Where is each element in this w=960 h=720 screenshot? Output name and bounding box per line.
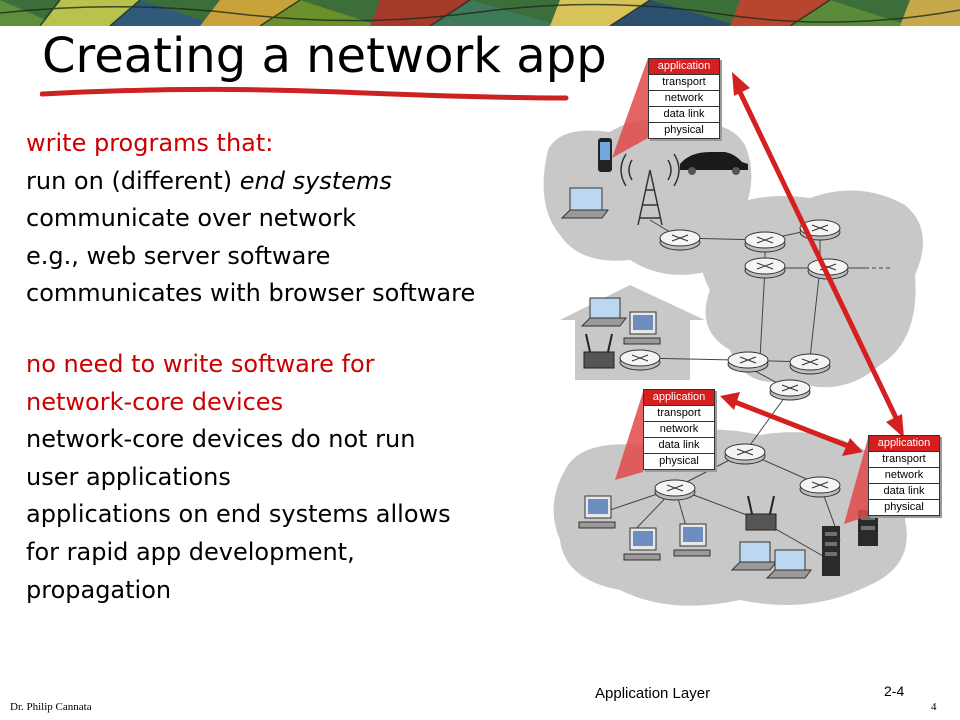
router-icon — [799, 476, 841, 498]
header-banner — [0, 0, 960, 26]
wireless-access-point-icon — [583, 333, 615, 369]
footer-author: Dr. Philip Cannata — [10, 701, 92, 713]
line-browser: communicates with browser software — [26, 279, 476, 308]
text-block-core: no need to write software for network-co… — [26, 346, 526, 609]
layer-physical: physical — [648, 123, 720, 139]
line-communicate: communicate over network — [26, 204, 357, 233]
line-core-5: propagation — [26, 575, 172, 604]
footer-page-number: 4 — [931, 701, 937, 713]
line-core-4: for rapid app development, — [26, 537, 355, 566]
text-block-programs: write programs that: run on (different) … — [26, 125, 526, 313]
callout-enterprise — [615, 392, 643, 480]
protocol-stack-enterprise: application transport network data link … — [643, 389, 715, 470]
communication-arrows — [720, 72, 904, 456]
laptop-icon — [560, 187, 609, 219]
router-icon — [654, 479, 696, 501]
layer-physical: physical — [868, 500, 940, 516]
layer-data-link: data link — [868, 484, 940, 500]
slide-title: Creating a network app — [42, 28, 607, 84]
layer-physical: physical — [643, 454, 715, 470]
layer-transport: transport — [643, 406, 715, 422]
line-run-on: run on (different) end systems — [26, 163, 526, 201]
line-example: e.g., web server software — [26, 241, 331, 270]
heading-no-need-1: no need to write software for — [26, 350, 375, 378]
router-icon — [659, 229, 701, 251]
desktop-computer-icon — [623, 527, 661, 561]
callout-phone — [612, 58, 648, 158]
cell-phone-icon — [598, 138, 612, 172]
router-icon — [727, 351, 769, 373]
desktop-computer-icon — [673, 523, 711, 557]
layer-transport: transport — [868, 452, 940, 468]
server-rack-icon — [822, 526, 840, 576]
car-icon — [680, 152, 748, 175]
layer-network: network — [648, 91, 720, 107]
desktop-computer-icon — [623, 311, 661, 345]
layer-data-link: data link — [648, 107, 720, 123]
protocol-stack-mobile: application transport network data link … — [648, 58, 720, 139]
layer-application: application — [868, 435, 940, 452]
laptop-icon — [580, 297, 627, 327]
router-icon — [769, 379, 811, 401]
protocol-stack-server: application transport network data link … — [868, 435, 940, 516]
router-icon — [744, 257, 786, 279]
server-rack-icon — [858, 510, 878, 546]
heading-no-need-2: network-core devices — [26, 387, 284, 416]
enterprise-network-cloud — [553, 429, 907, 606]
heading-write-programs: write programs that: — [26, 129, 274, 157]
line-core-3: applications on end systems allows — [26, 500, 451, 529]
line-core-2: user applications — [26, 462, 231, 491]
routers — [619, 219, 849, 501]
laptop-icon — [765, 549, 812, 579]
layer-network: network — [643, 422, 715, 438]
layer-transport: transport — [648, 75, 720, 91]
emphasis-end-systems: end systems — [239, 166, 392, 195]
layer-network: network — [868, 468, 940, 484]
banner-pattern — [0, 0, 960, 26]
line-core-1: network-core devices do not run — [26, 425, 416, 454]
router-icon — [744, 231, 786, 253]
wireless-access-point-icon — [745, 495, 777, 531]
layer-data-link: data link — [643, 438, 715, 454]
cell-tower-icon — [620, 153, 680, 226]
title-underline — [40, 86, 569, 101]
footer-section: Application Layer — [595, 685, 711, 702]
footer-slide-number: 2-4 — [884, 683, 905, 699]
line-run-on-text: run on (different) — [26, 166, 240, 195]
callout-server — [844, 438, 868, 524]
desktop-computer-icon — [578, 495, 616, 529]
laptop-icon — [730, 541, 777, 571]
layer-application: application — [643, 389, 715, 406]
router-icon — [619, 349, 661, 371]
router-icon — [724, 443, 766, 465]
layer-application: application — [648, 58, 720, 75]
router-icon — [807, 258, 849, 280]
network-diagram — [543, 58, 923, 606]
router-icon — [789, 353, 831, 375]
